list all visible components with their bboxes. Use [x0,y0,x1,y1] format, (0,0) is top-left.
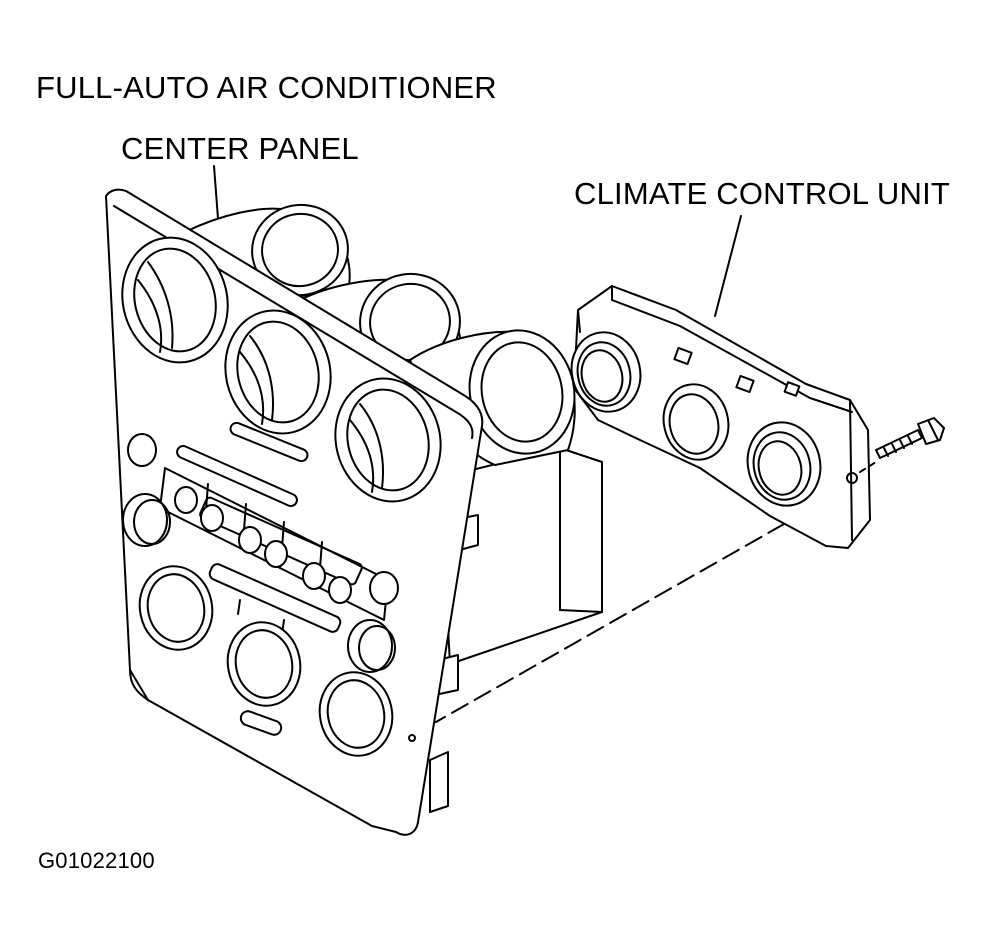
center-panel-callout: CENTER PANEL [121,131,359,166]
climate-control-unit-callout: CLIMATE CONTROL UNIT [574,176,951,211]
preset-buttons [128,434,398,604]
volume-knob [123,494,170,546]
vent-ducts [185,197,586,465]
tuning-knob [348,620,395,672]
climate-knob-center [656,377,736,466]
vent-opening-right [323,367,454,512]
lower-opening-center [220,615,308,712]
screw-alignment-dash [860,462,876,472]
hazard-switch-slot [229,421,310,463]
climate-control-unit [563,286,870,548]
vent-opening-center [213,299,344,444]
diagram-title: FULL-AUTO AIR CONDITIONER [36,70,497,105]
unit-alignment-dash [436,524,784,722]
center-panel [106,190,482,835]
climate-knob-left [563,325,648,419]
lower-opening-right [312,665,400,762]
climate-control-unit-leader-line [715,216,741,316]
lower-opening-left [132,559,220,656]
mounting-screw [876,418,944,458]
figure-id: G01022100 [38,848,155,873]
vent-opening-left [109,226,240,373]
climate-knob-right [739,415,829,514]
lower-slot [239,709,283,737]
